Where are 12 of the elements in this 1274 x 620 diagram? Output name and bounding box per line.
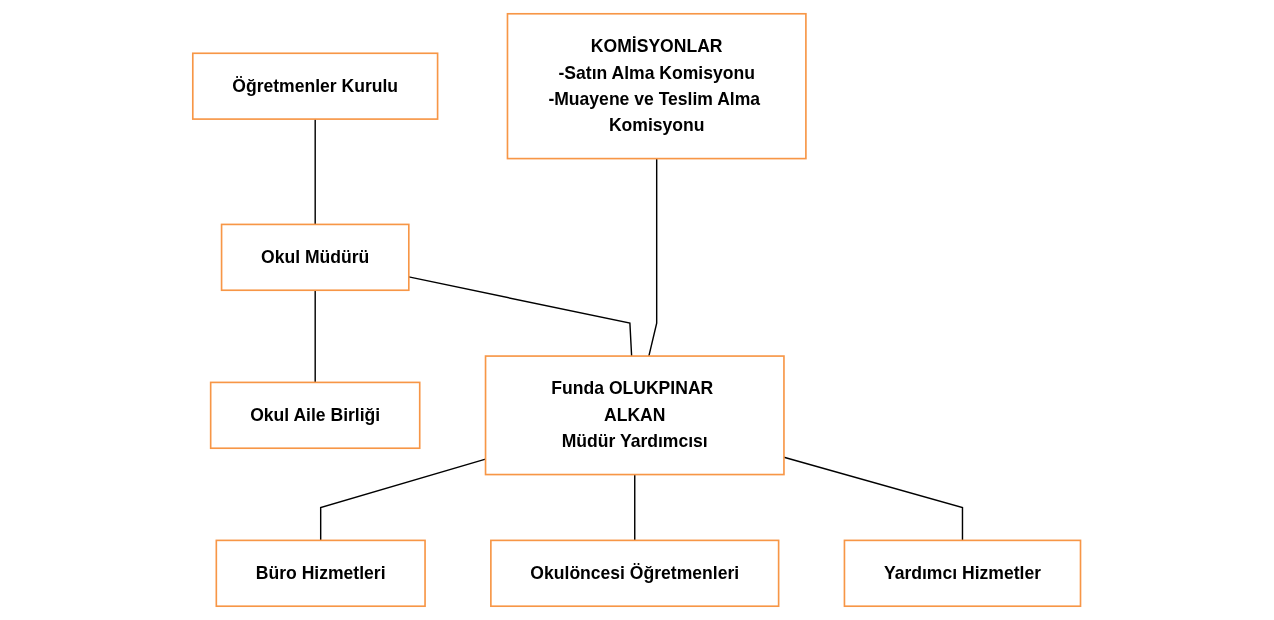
node-box: Öğretmenler Kurulu xyxy=(192,52,439,120)
connector xyxy=(648,157,658,357)
node-box: Funda OLUKPINAR ALKAN Müdür Yardımcısı xyxy=(485,355,786,476)
node-box: Yardımcı Hizmetler xyxy=(843,539,1082,608)
connector xyxy=(634,473,636,542)
node-box: KOMİSYONLAR -Satın Alma Komisyonu -Muayene ve Teslim Alma Komisyonu xyxy=(507,12,808,160)
connector xyxy=(314,118,317,226)
node-box: Büro Hizmetleri xyxy=(215,539,427,608)
node-box: Okulöncesi Öğretmenleri xyxy=(490,539,780,608)
node-box: Okul Aile Birliği xyxy=(210,381,421,450)
node-box: Okul Müdürü xyxy=(221,223,410,292)
connector xyxy=(314,289,317,384)
